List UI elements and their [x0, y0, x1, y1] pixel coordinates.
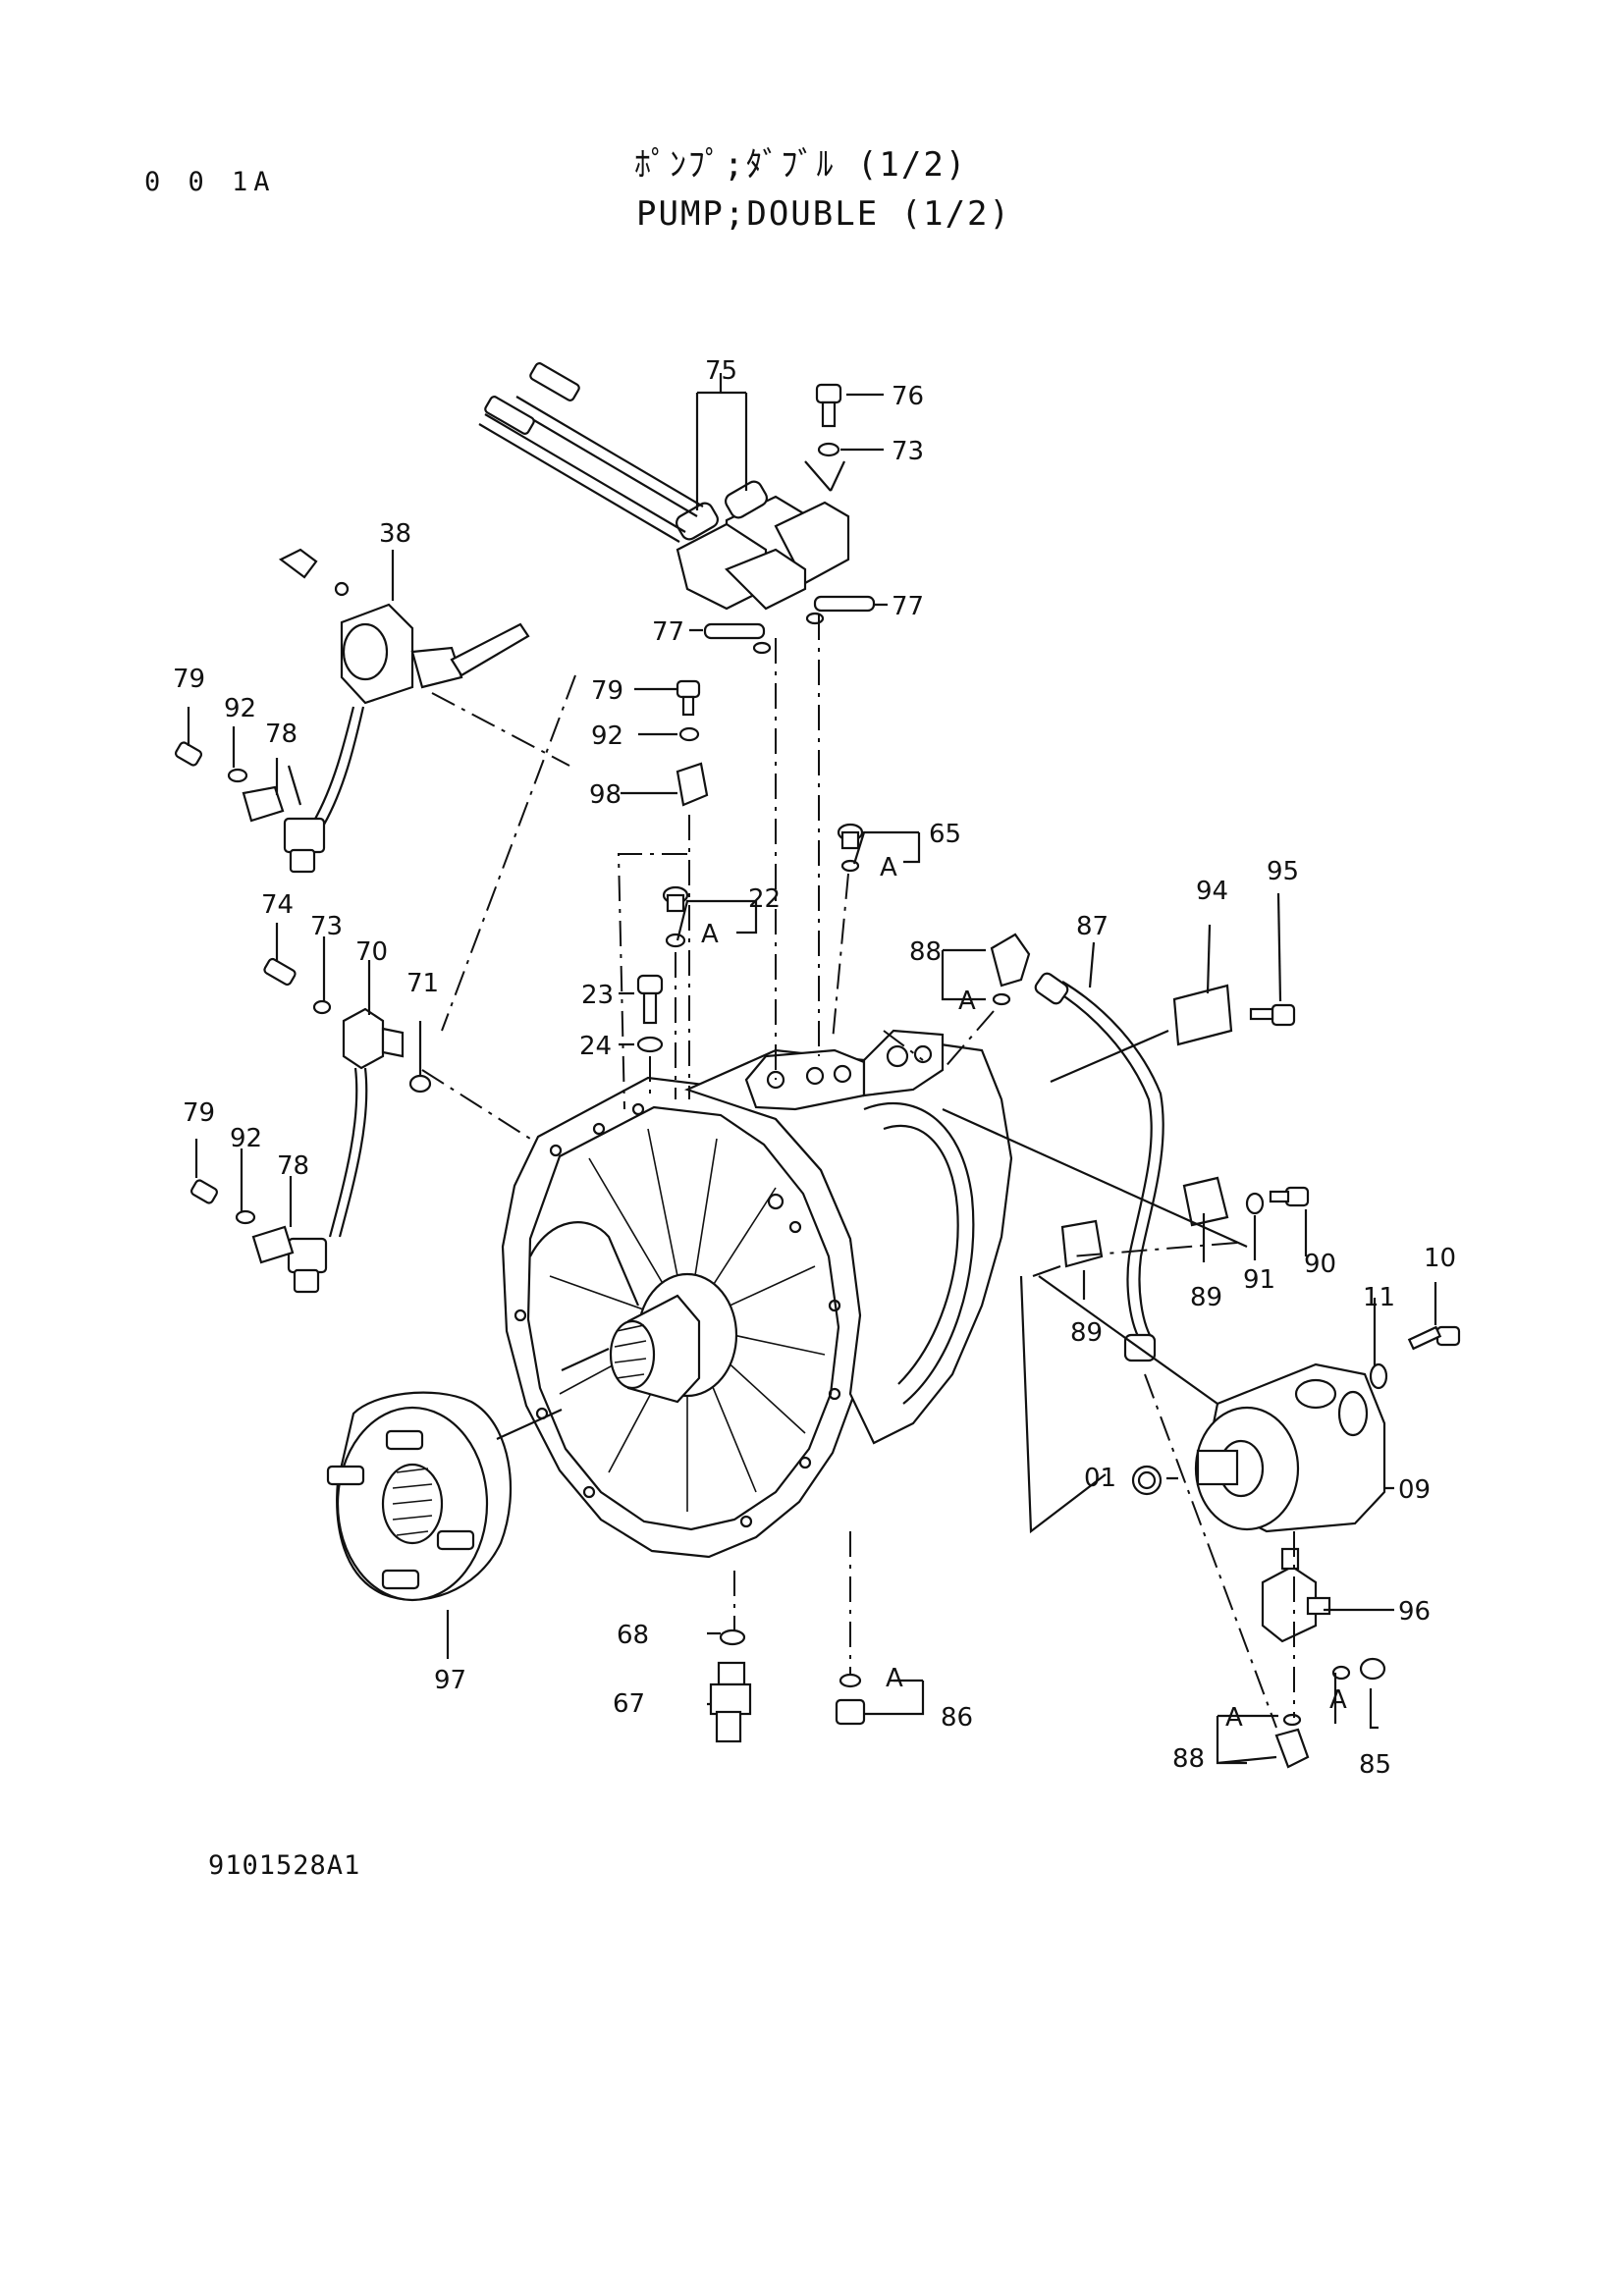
callout-92: 92	[230, 1124, 262, 1153]
callout-79: 79	[591, 676, 623, 706]
mark-a: A	[1225, 1703, 1243, 1733]
callout-98: 98	[589, 780, 622, 810]
callout-79: 79	[183, 1098, 215, 1128]
callout-88: 88	[1172, 1744, 1205, 1774]
callout-23: 23	[581, 981, 614, 1010]
callout-96: 96	[1398, 1597, 1431, 1627]
sensor-part-70	[287, 1007, 405, 1294]
callout-90: 90	[1304, 1250, 1336, 1279]
connection-marks: A A A A A A	[701, 853, 1347, 1733]
callout-67: 67	[613, 1689, 645, 1719]
callout-76: 76	[892, 382, 924, 411]
mark-a: A	[701, 920, 719, 949]
solenoid-valves-part-75	[478, 362, 850, 611]
callout-86: 86	[941, 1703, 973, 1733]
callout-85: 85	[1359, 1750, 1391, 1780]
callout-87: 87	[1076, 912, 1109, 941]
callout-73: 73	[892, 437, 924, 466]
callout-24: 24	[579, 1032, 612, 1061]
callout-11: 11	[1363, 1283, 1395, 1312]
title-japanese: ﾎﾟﾝﾌﾟ;ﾀﾞﾌﾞﾙ (1/2)	[634, 145, 968, 185]
callout-01: 01	[1084, 1464, 1116, 1493]
page-code: 0 0 1A	[144, 167, 276, 197]
sensor-part-38	[278, 548, 530, 874]
callout-71: 71	[406, 969, 439, 998]
callout-79: 79	[173, 665, 205, 694]
callout-74: 74	[261, 890, 294, 920]
callout-68: 68	[617, 1621, 649, 1650]
callout-22: 22	[748, 884, 781, 914]
mark-a: A	[886, 1664, 903, 1693]
callout-70: 70	[355, 937, 388, 967]
callout-92: 92	[224, 694, 256, 723]
coupling-part-97	[326, 1391, 513, 1602]
gear-pump-part-09	[1194, 1362, 1386, 1533]
callout-95: 95	[1267, 857, 1299, 886]
mark-a: A	[1329, 1685, 1347, 1715]
callout-78: 78	[277, 1151, 309, 1181]
callout-labels: 75 76 73 77 77 38 79 92 78 79 92 98 65 2…	[173, 356, 1456, 1780]
callout-38: 38	[379, 519, 411, 549]
callout-65: 65	[929, 820, 961, 849]
callout-73: 73	[310, 912, 343, 941]
callout-10: 10	[1424, 1244, 1456, 1273]
callout-77: 77	[652, 617, 684, 647]
callout-75: 75	[705, 356, 737, 386]
pump-housing	[501, 1029, 1013, 1559]
callout-77: 77	[892, 592, 924, 621]
center-lines	[421, 614, 1295, 1729]
callout-89: 89	[1070, 1318, 1103, 1348]
callout-94: 94	[1196, 877, 1228, 906]
callout-91: 91	[1243, 1265, 1275, 1295]
callout-92: 92	[591, 721, 623, 751]
mark-a: A	[958, 987, 976, 1016]
title-english: PUMP;DOUBLE (1/2)	[636, 194, 1011, 234]
mark-a: A	[880, 853, 897, 882]
callout-78: 78	[265, 720, 298, 749]
callout-88: 88	[909, 937, 942, 967]
callout-09: 09	[1398, 1475, 1431, 1505]
callout-97: 97	[434, 1666, 466, 1695]
leader-lines	[187, 373, 1437, 1765]
drawing-number: 9101528A1	[208, 1850, 361, 1881]
callout-89: 89	[1190, 1283, 1222, 1312]
